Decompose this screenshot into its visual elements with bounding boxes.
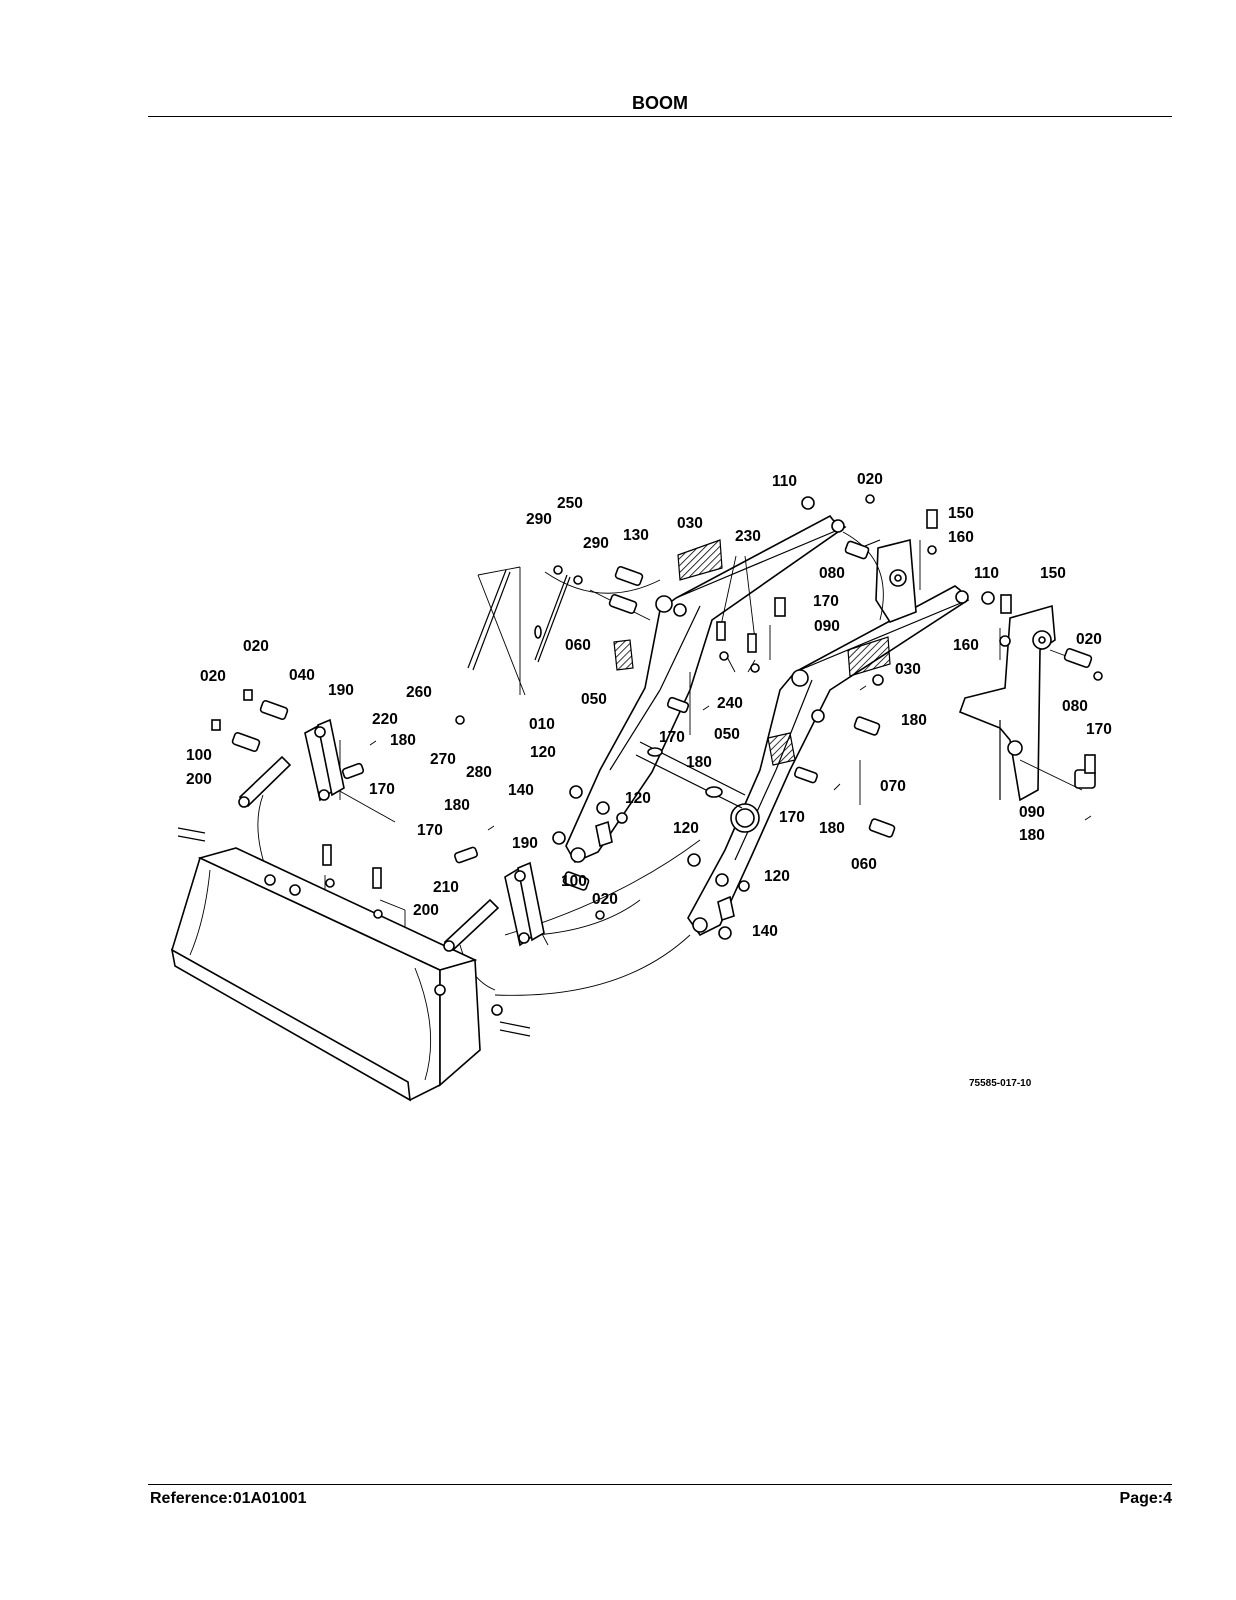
part-label: 180 — [1019, 827, 1045, 844]
part-label: 170 — [417, 822, 443, 839]
part-label: 270 — [430, 751, 456, 768]
page-title: BOOM — [632, 93, 688, 113]
part-label: 010 — [529, 716, 555, 733]
boom-arm-left — [565, 514, 847, 864]
part-label: 140 — [508, 782, 534, 799]
part-label: 080 — [1062, 698, 1088, 715]
part-label: 250 — [557, 495, 583, 512]
part-label: 050 — [714, 726, 740, 743]
part-label: 240 — [717, 695, 743, 712]
page-number: Page:4 — [1119, 1490, 1172, 1507]
part-label: 060 — [851, 856, 877, 873]
part-label: 090 — [814, 618, 840, 635]
part-label: 100 — [186, 747, 212, 764]
part-label: 120 — [625, 790, 651, 807]
part-label: 120 — [764, 868, 790, 885]
part-label: 170 — [369, 781, 395, 798]
part-label: 100 — [561, 873, 587, 890]
lift-cylinder — [455, 565, 583, 725]
part-label: 180 — [390, 732, 416, 749]
part-label: 020 — [200, 668, 226, 685]
part-label: 040 — [289, 667, 315, 684]
part-label: 280 — [466, 764, 492, 781]
header-rule — [148, 116, 1172, 117]
part-label: 220 — [372, 711, 398, 728]
part-label: 200 — [186, 771, 212, 788]
part-label: 140 — [752, 923, 778, 940]
part-label: 130 — [623, 527, 649, 544]
part-labels: 110 020 150 160 250 290 290 130 030 230 … — [186, 471, 1112, 1089]
part-label: 080 — [819, 565, 845, 582]
part-label: 180 — [819, 820, 845, 837]
footer-rule — [148, 1484, 1172, 1485]
part-label: 020 — [1076, 631, 1102, 648]
part-label: 070 — [880, 778, 906, 795]
part-label: 150 — [1040, 565, 1066, 582]
part-label: 030 — [895, 661, 921, 678]
hardware — [211, 494, 1103, 940]
part-label: 110 — [772, 473, 797, 490]
part-label: 020 — [243, 638, 269, 655]
part-label: 170 — [779, 809, 805, 826]
part-label: 090 — [1019, 804, 1045, 821]
link-left — [238, 718, 345, 808]
reference-number: Reference:01A01001 — [150, 1490, 307, 1507]
decals — [613, 539, 891, 766]
part-label: 170 — [813, 593, 839, 610]
boom-arm-right — [687, 585, 970, 937]
part-label: 160 — [948, 529, 974, 546]
link-center — [443, 861, 545, 952]
part-label: 120 — [673, 820, 699, 837]
cross-tube — [635, 741, 746, 809]
part-label: 020 — [592, 891, 618, 908]
mounting-bracket-front — [958, 604, 1056, 802]
part-label: 120 — [530, 744, 556, 761]
part-label: 020 — [857, 471, 883, 488]
part-label: 150 — [948, 505, 974, 522]
mounting-bracket-rear — [859, 538, 917, 623]
part-label: 180 — [444, 797, 470, 814]
part-label: 180 — [901, 712, 927, 729]
bucket — [170, 827, 531, 1102]
part-label: 290 — [526, 511, 552, 528]
part-label: 190 — [328, 682, 354, 699]
part-label: 110 — [974, 565, 999, 582]
part-label: 170 — [659, 729, 685, 746]
part-label: 180 — [686, 754, 712, 771]
figure-code: 75585-017-10 — [969, 1078, 1032, 1089]
part-label: 210 — [433, 879, 459, 896]
part-label: 060 — [565, 637, 591, 654]
part-label: 290 — [583, 535, 609, 552]
part-label: 230 — [735, 528, 761, 545]
part-label: 200 — [413, 902, 439, 919]
part-label: 160 — [953, 637, 979, 654]
part-label: 260 — [406, 684, 432, 701]
part-label: 170 — [1086, 721, 1112, 738]
part-label: 190 — [512, 835, 538, 852]
part-label: 030 — [677, 515, 703, 532]
part-label: 050 — [581, 691, 607, 708]
